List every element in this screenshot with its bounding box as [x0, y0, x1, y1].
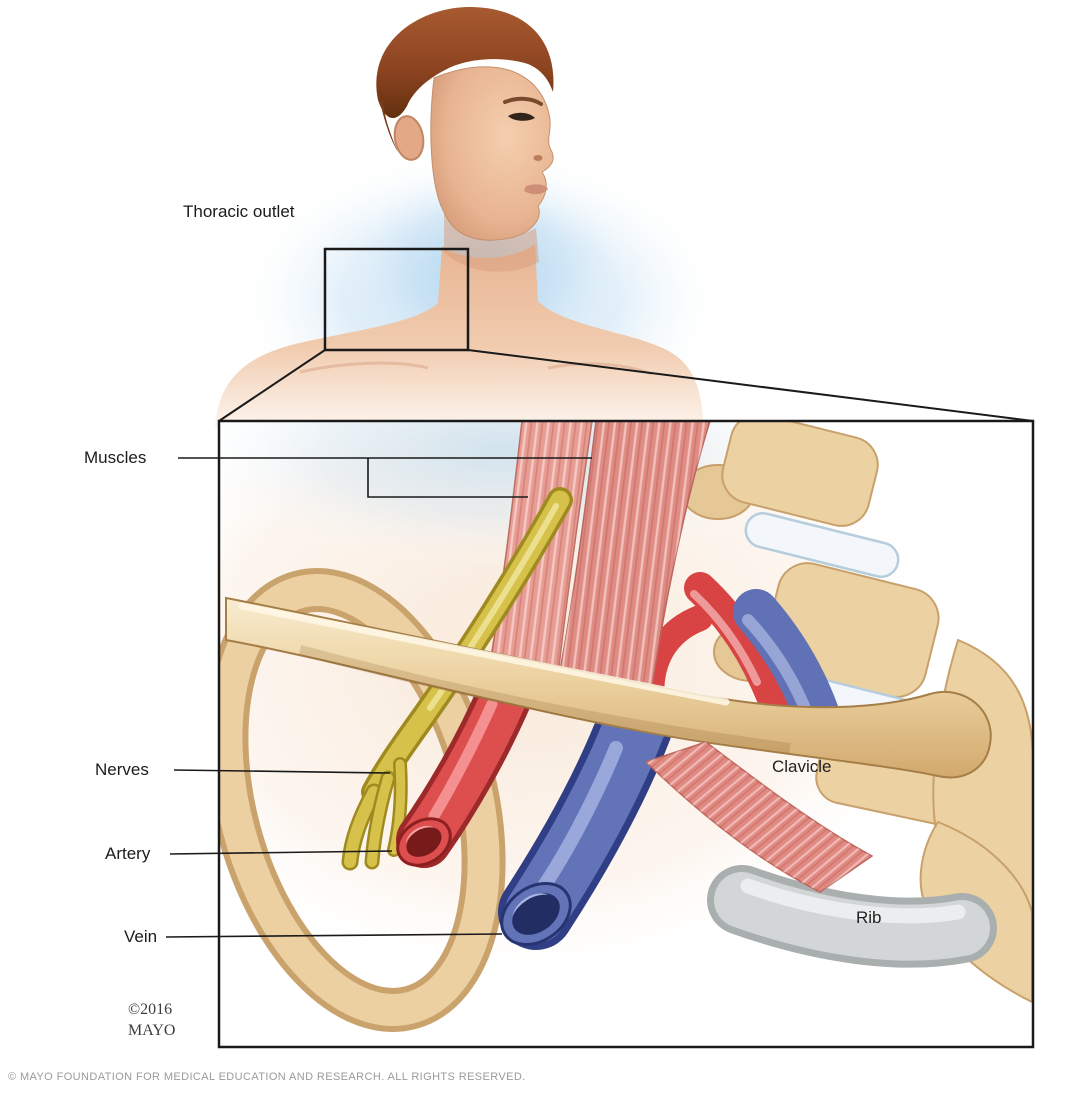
zoom-rectangle [323, 247, 470, 352]
detail-box-border [217, 419, 1035, 1049]
detail-box-art [220, 422, 1032, 1046]
hair [376, 6, 554, 119]
inline-copyright: ©2016 MAYO [128, 999, 175, 1041]
hair-sideburn [380, 100, 398, 152]
spinal-disc [744, 511, 900, 579]
label-muscles: Muscles [84, 448, 147, 467]
artery-leader-line [169, 850, 393, 855]
label-clavicle: Clavicle [772, 757, 832, 776]
rib-bone [707, 820, 1032, 1004]
vein-tube [498, 687, 673, 950]
copyright-year: ©2016 [128, 1001, 173, 1018]
brachial-plexus-nerves [341, 487, 573, 871]
label-vein: Vein [124, 927, 158, 946]
copyright-name: MAYO [128, 1022, 176, 1039]
clavicle-bone [225, 596, 992, 779]
nostril [533, 155, 543, 161]
footer-copyright: © MAYO FOUNDATION FOR MEDICAL EDUCATION … [8, 1071, 526, 1083]
zoom-connector-lines [218, 349, 1034, 422]
eyebrow [503, 96, 543, 106]
vein-leader-line [165, 933, 503, 938]
ear [393, 115, 425, 161]
face [430, 66, 554, 241]
lips [524, 184, 548, 195]
nerves-leader-line [173, 769, 391, 774]
muscle-fiber-fan [644, 741, 874, 893]
torso [215, 244, 704, 428]
label-thoracic-outlet: Thoracic outlet [183, 202, 295, 221]
collarbone-hint-left [299, 361, 429, 374]
muscles-leader-line [178, 457, 592, 498]
label-nerves: Nerves [95, 760, 149, 779]
artery-tube [396, 667, 533, 868]
label-rib: Rib [856, 908, 882, 927]
eye [508, 112, 535, 121]
human-figure [215, 6, 730, 455]
label-artery: Artery [105, 844, 151, 863]
leader-lines [165, 457, 592, 938]
